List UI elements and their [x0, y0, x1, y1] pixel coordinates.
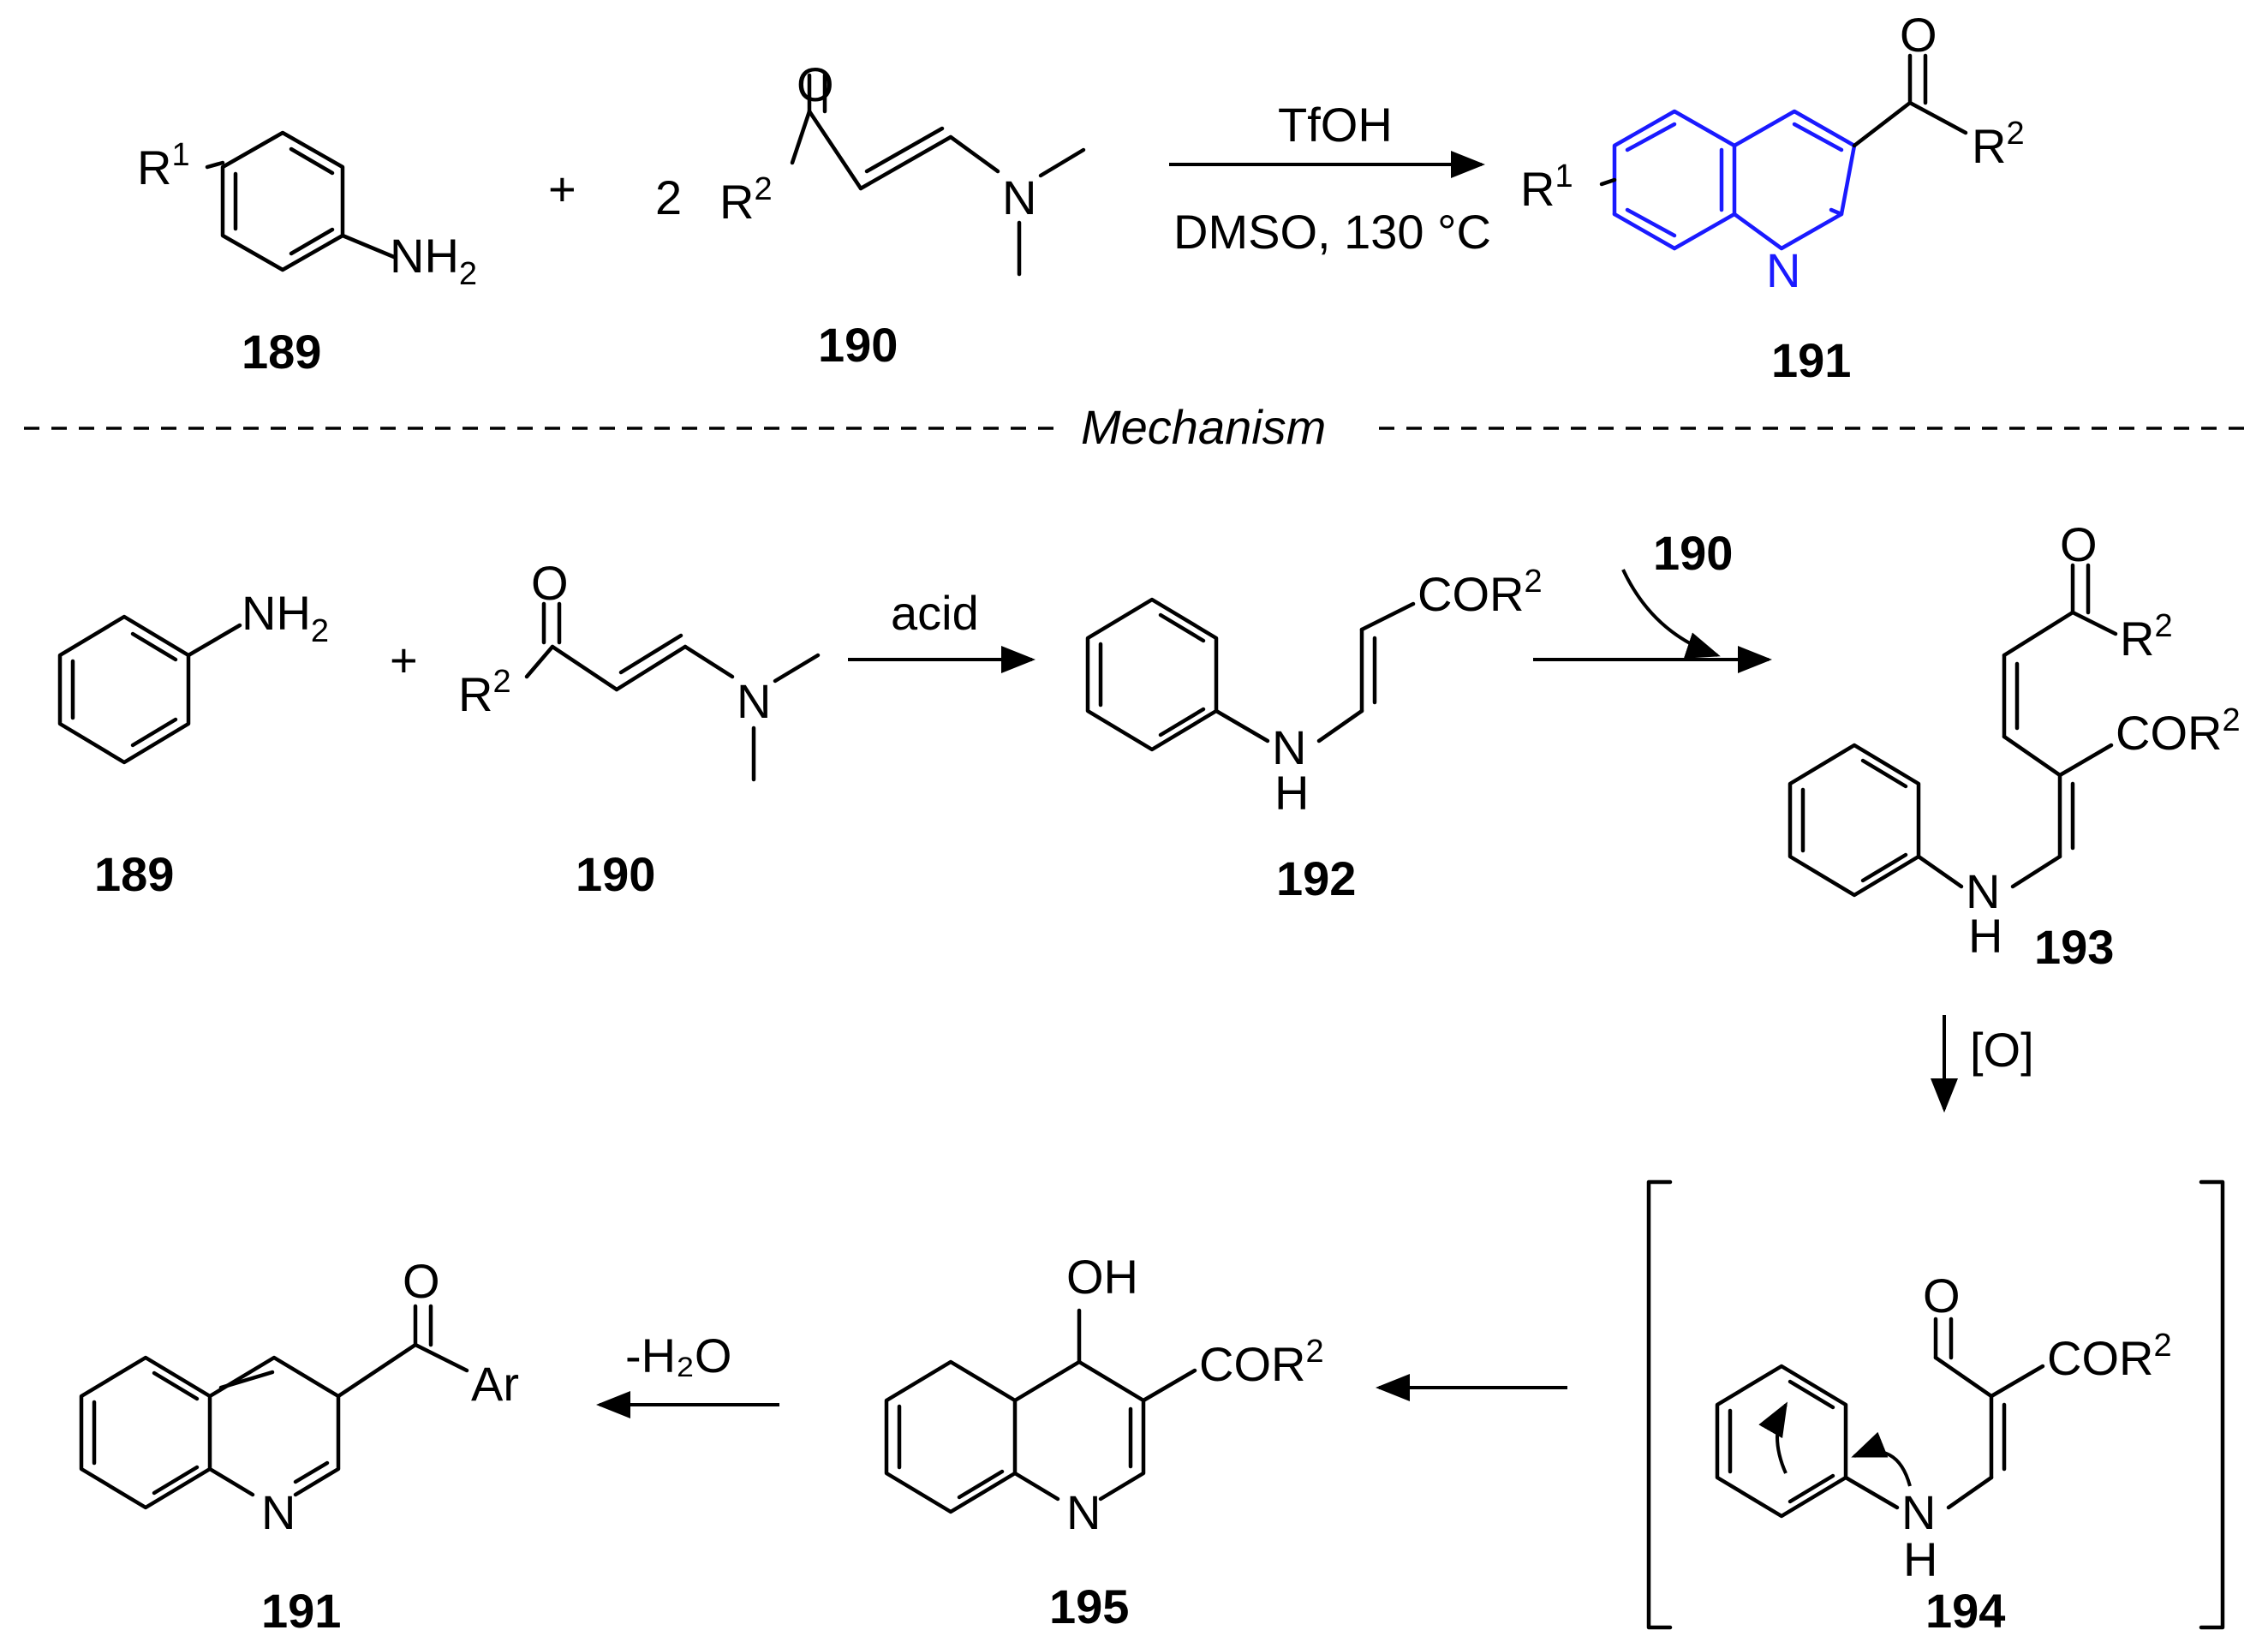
compound-193: O R2 COR2 N H [1788, 517, 2241, 963]
oh-label: OH [1066, 1250, 1138, 1304]
reagent-tfoh: TfOH [1278, 98, 1393, 152]
coefficient: 2 [655, 170, 682, 224]
o-label: O [1923, 1269, 1961, 1323]
ar-label: Ar [471, 1357, 519, 1411]
cor2-label: COR2 [2116, 702, 2241, 760]
electron-arrow-1 [1851, 1431, 1912, 1487]
n-label: N [261, 1485, 295, 1539]
compound-190-top: O R2 N [719, 57, 1086, 277]
n-label: N [1966, 864, 2000, 918]
r2-label: R2 [1972, 116, 2025, 173]
compound-189-top: R1 NH2 [137, 130, 477, 292]
label-193: 193 [2034, 920, 2114, 974]
compound-192: N H COR2 [1085, 564, 1543, 820]
nh2-label: NH2 [242, 586, 329, 649]
reagent-dmso: DMSO, 130 °C [1173, 205, 1491, 259]
electron-arrow-2 [1758, 1401, 1788, 1474]
plus-sign: + [548, 162, 576, 216]
compound-194: O COR2 N H [1646, 1179, 2225, 1630]
n-label: N [1766, 243, 1800, 297]
r1-label: R1 [137, 137, 190, 194]
r2-label: R2 [719, 171, 773, 229]
n-label: N [737, 674, 771, 728]
r2-label: R2 [458, 664, 511, 721]
h-label: H [1903, 1532, 1937, 1586]
plus-sign: + [390, 633, 418, 687]
r1-label: R1 [1520, 158, 1573, 216]
n-label: N [1272, 720, 1306, 774]
compound-191-top: O R2 R1 N [1520, 8, 2025, 297]
compound-195: OH COR2 N [884, 1250, 1324, 1539]
step-acid: acid [891, 586, 979, 640]
r2-label: R2 [2120, 608, 2173, 666]
n-label: N [1066, 1485, 1101, 1539]
nh2-label: NH2 [390, 229, 477, 292]
cor2-label: COR2 [1418, 564, 1543, 621]
o-label: O [1900, 8, 1937, 62]
label-190-top: 190 [818, 318, 898, 372]
h-label: H [1274, 766, 1309, 820]
label-190-mech: 190 [576, 847, 655, 901]
h-label: H [1968, 909, 2002, 963]
n-label: N [1002, 170, 1036, 224]
o-label: O [403, 1254, 440, 1308]
n-label: N [1901, 1485, 1936, 1539]
label-195: 195 [1049, 1579, 1129, 1633]
compound-189-mech: NH2 [57, 586, 329, 765]
o-label: O [797, 57, 834, 111]
cor2-label: COR2 [1199, 1334, 1324, 1391]
label-194: 194 [1925, 1584, 2005, 1638]
o-label: O [2060, 517, 2098, 571]
step-dehydration: -H₂O [625, 1329, 731, 1382]
label-189-mech: 189 [94, 847, 174, 901]
step-190: 190 [1653, 526, 1733, 580]
o-label: O [531, 556, 569, 610]
curved-arrow-190 [1621, 569, 1721, 659]
compound-190-mech: O R2 N [458, 556, 821, 782]
cor2-label: COR2 [2047, 1328, 2172, 1385]
label-191-mech: 191 [261, 1584, 341, 1638]
label-189-top: 189 [242, 325, 321, 379]
label-191-top: 191 [1771, 333, 1851, 387]
compound-191-mech: O Ar N [79, 1254, 519, 1539]
label-192: 192 [1276, 851, 1356, 905]
step-oxidation: [O] [1970, 1023, 2034, 1077]
section-label: Mechanism [1081, 400, 1326, 454]
